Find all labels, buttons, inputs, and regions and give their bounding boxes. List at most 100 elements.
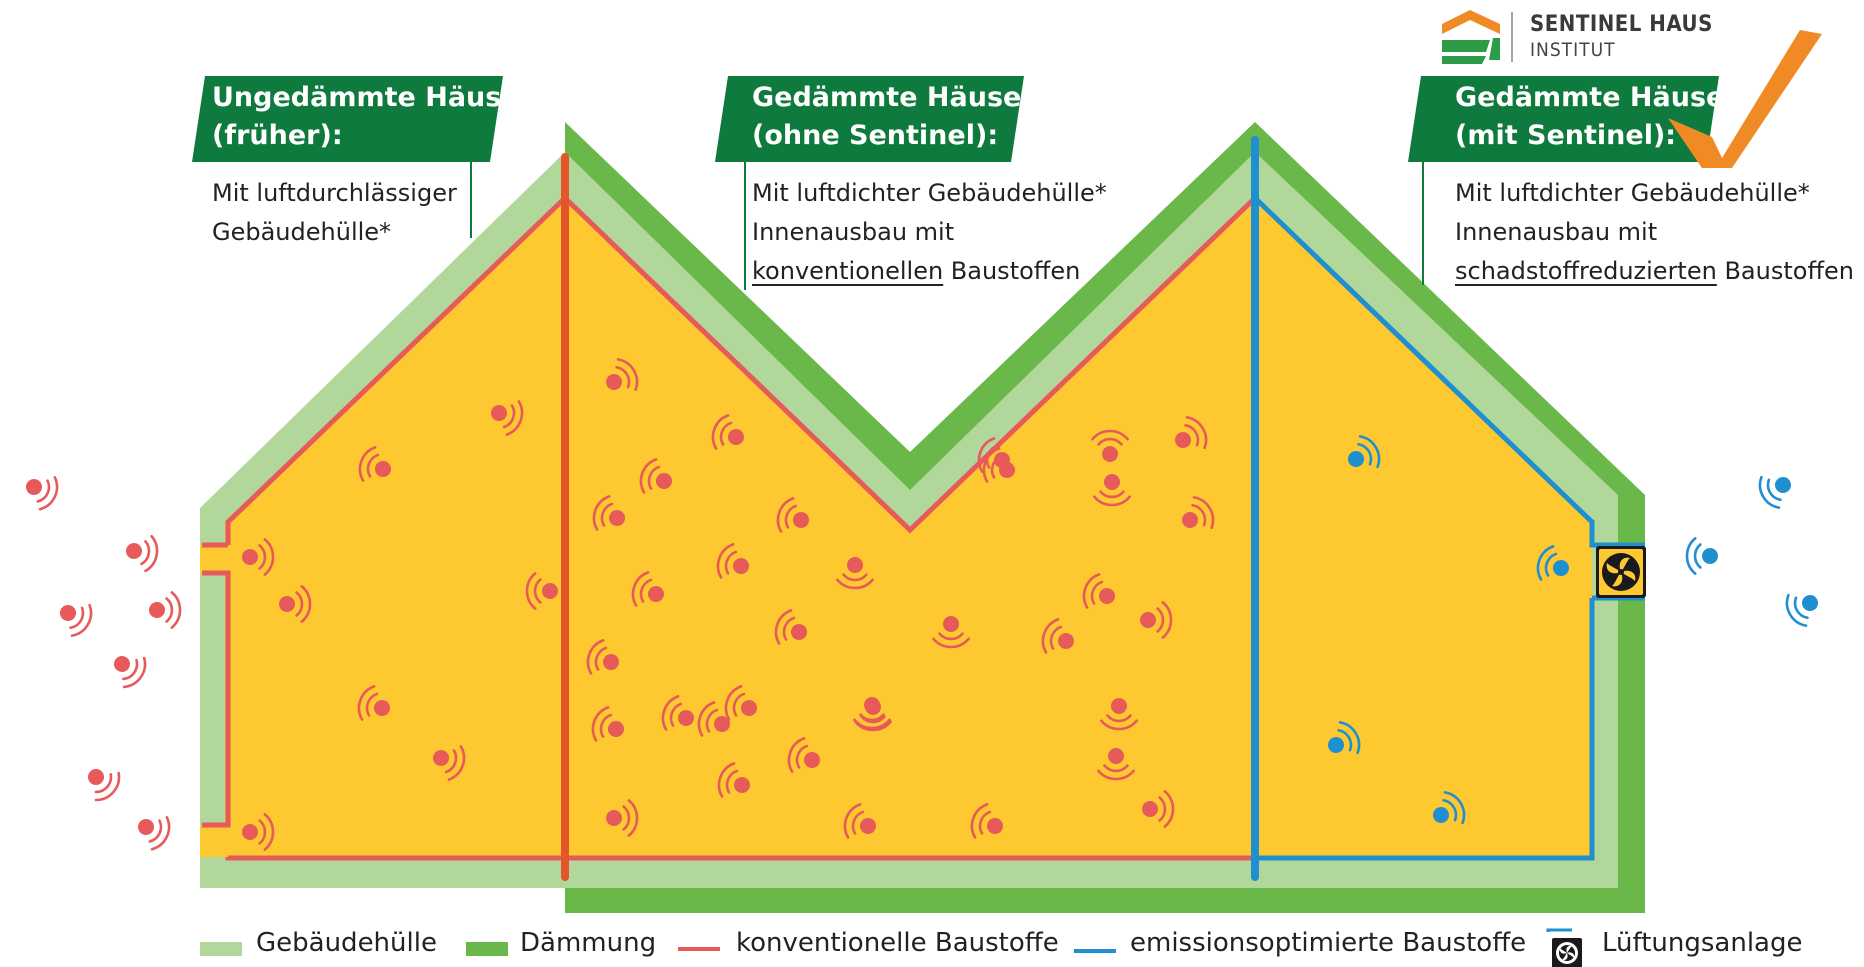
flag-heading-3: Gedämmte Häuser — [1455, 82, 1738, 113]
emission-high-icon — [433, 745, 466, 781]
emission-high-icon — [591, 706, 624, 742]
wall-gap-lower — [200, 825, 228, 857]
emission-high-icon — [639, 458, 672, 494]
desc-2-line-1: Mit luftdichter Gebäudehülle* — [752, 179, 1107, 207]
emission-low-icon — [1348, 435, 1381, 469]
desc-3-line-1: Mit luftdichter Gebäudehülle* — [1455, 179, 1810, 207]
emission-low-icon — [1685, 537, 1718, 575]
emission-high-icon — [606, 358, 639, 392]
emission-high-icon — [843, 803, 876, 839]
emission-high-icon — [977, 437, 1010, 473]
emission-high-icon — [724, 685, 757, 721]
flag-bg-2 — [715, 76, 1024, 162]
desc-1-line-2: Gebäudehülle* — [212, 218, 392, 246]
emission-high-icon — [1082, 573, 1115, 609]
emission-high-icon — [631, 571, 664, 607]
emission-high-icon — [357, 685, 390, 721]
legend-label-optimized: emissionsoptimierte Baustoffe — [1130, 928, 1527, 958]
emission-high-icon — [970, 803, 1003, 839]
desc-1-line-1: Mit luftdurchlässiger — [212, 179, 457, 207]
emission-sources — [26, 358, 1818, 851]
flag-uninsulated: Ungedämmte Häuser (früher): — [212, 79, 533, 155]
emission-high-icon — [138, 816, 171, 851]
emission-high-icon — [126, 534, 159, 573]
flag-bg-3 — [1408, 76, 1719, 162]
emission-high-icon — [1142, 790, 1175, 828]
flag-heading-2: Gedämmte Häuser — [752, 82, 1035, 113]
logo-line-1: SENTINEL HAUS — [1530, 12, 1713, 37]
desc-2-rest: Baustoffen — [943, 257, 1081, 285]
emission-high-icon — [26, 476, 59, 511]
emission-high-icon — [1091, 429, 1129, 462]
logo-line-2: INSTITUT — [1530, 39, 1616, 61]
checkmark-icon — [1668, 30, 1822, 168]
emission-high-icon — [853, 697, 891, 730]
legend-fan-icon — [1546, 928, 1582, 967]
emission-high-icon — [586, 639, 619, 675]
logo: SENTINEL HAUS INSTITUT — [1530, 12, 1713, 61]
flag-heading-1: Ungedämmte Häuser — [212, 82, 533, 113]
flag-insulated-without: Gedämmte Häuser (ohne Sentinel): — [752, 79, 1035, 155]
ventilation-unit-icon — [1596, 546, 1646, 598]
wall-gap-upper — [200, 545, 228, 573]
emission-high-icon — [661, 695, 694, 731]
flag-subheading-2: (ohne Sentinel): — [752, 120, 999, 151]
desc-3-rest: Baustoffen — [1716, 257, 1854, 285]
desc-3-line-2: Innenausbau mit — [1455, 218, 1658, 246]
emission-high-icon — [932, 616, 970, 649]
emission-high-icon — [525, 572, 558, 610]
emission-low-icon — [1758, 475, 1791, 509]
logo-mark-icon — [1442, 10, 1513, 64]
emission-high-icon — [1182, 496, 1215, 530]
emission-low-icon — [1433, 791, 1466, 825]
legend-label-conventional: konventionelle Baustoffe — [736, 928, 1059, 958]
emission-low-icon — [1536, 545, 1569, 581]
emission-high-icon — [149, 591, 182, 629]
emission-high-icon — [774, 609, 807, 645]
emission-high-icon — [606, 799, 639, 837]
desc-2-line-2: Innenausbau mit — [752, 218, 955, 246]
flag-bg-1 — [192, 76, 503, 162]
desc-insulated-with: Mit luftdichter Gebäudehülle* Innenausba… — [1455, 174, 1854, 291]
emission-high-icon — [114, 656, 147, 689]
legend-label-insulation: Dämmung — [520, 928, 657, 958]
desc-uninsulated: Mit luftdurchlässiger Gebäudehülle* — [212, 174, 457, 252]
emission-high-icon — [776, 497, 809, 533]
emission-high-icon — [697, 701, 730, 737]
legend-label-ventilation: Lüftungsanlage — [1602, 928, 1803, 958]
flag-subheading-3: (mit Sentinel): — [1455, 120, 1677, 151]
emission-high-icon — [1175, 416, 1208, 450]
emission-high-icon — [358, 446, 391, 482]
emission-high-icon — [60, 603, 93, 637]
emission-high-icon — [836, 557, 874, 590]
emission-high-icon — [1140, 601, 1173, 639]
desc-3-underlined: schadstoffreduzierten — [1455, 257, 1717, 285]
emission-high-icon — [1097, 748, 1135, 781]
emission-high-icon — [717, 762, 750, 798]
legend-swatch-insulation — [466, 942, 508, 956]
emission-high-icon — [1093, 474, 1131, 507]
emission-high-icon — [1041, 618, 1074, 654]
emission-high-icon — [279, 585, 312, 623]
emission-high-icon — [242, 813, 275, 851]
desc-3-line-3: schadstoffreduzierten Baustoffen — [1455, 252, 1854, 291]
desc-2-line-3: konventionellen Baustoffen — [752, 252, 1107, 291]
flag-insulated-with: Gedämmte Häuser (mit Sentinel): — [1455, 79, 1738, 155]
emission-high-icon — [88, 769, 121, 802]
emission-high-icon — [491, 400, 524, 436]
emission-high-icon — [716, 543, 749, 579]
flag-subheading-1: (früher): — [212, 120, 343, 151]
emission-low-icon — [1328, 721, 1361, 755]
legend-swatch-envelope — [200, 942, 242, 956]
desc-2-underlined: konventionellen — [752, 257, 944, 285]
emission-high-icon — [1100, 698, 1138, 731]
emission-high-icon — [787, 737, 820, 773]
legend-label-envelope: Gebäudehülle — [256, 928, 437, 958]
desc-insulated-without: Mit luftdichter Gebäudehülle* Innenausba… — [752, 174, 1107, 291]
emission-low-icon — [1785, 593, 1818, 627]
emission-high-icon — [592, 495, 625, 531]
emission-high-icon — [242, 538, 275, 576]
emission-high-icon — [711, 414, 744, 450]
